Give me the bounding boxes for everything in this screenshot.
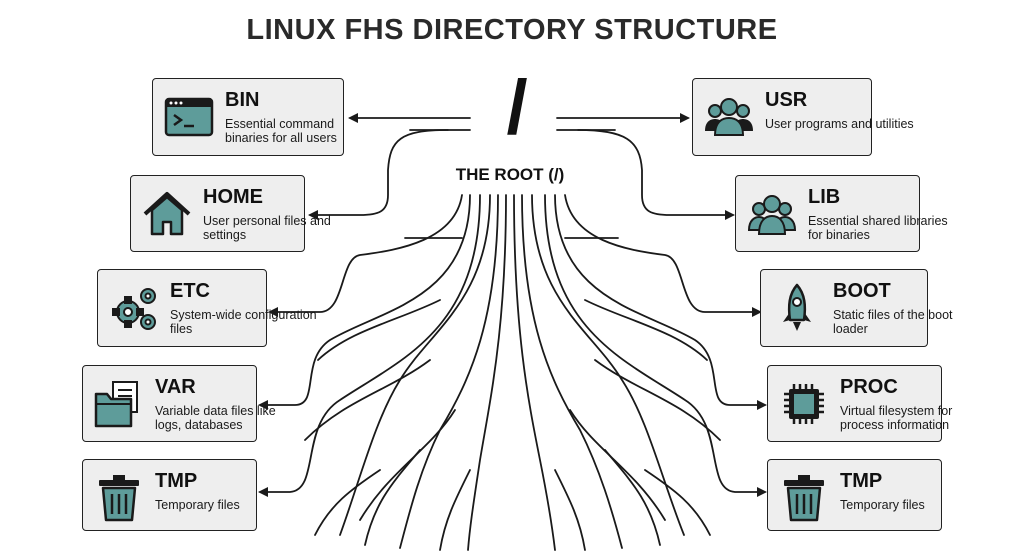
node-var-desc: Variable data files like logs, databases <box>155 404 276 432</box>
terminal-icon <box>164 97 214 137</box>
node-var-name: VAR <box>155 376 196 398</box>
node-proc: PROC Virtual filesystem for process info… <box>767 365 952 442</box>
node-proc-desc: Virtual filesystem for process informati… <box>840 404 953 432</box>
node-usr-name: USR <box>765 89 808 111</box>
cpu-chip-icon <box>784 384 824 424</box>
node-etc: ETC System-wide configuration files <box>97 269 317 347</box>
people-group-icon <box>747 195 797 235</box>
trash-can-icon <box>784 475 824 522</box>
connector-proc <box>554 194 767 410</box>
connector-lib <box>577 129 735 220</box>
node-lib-desc: Essential shared libraries for binaries <box>808 214 948 242</box>
connector-boot <box>564 194 762 317</box>
house-icon <box>143 192 191 236</box>
connector-etc <box>268 194 463 317</box>
node-boot-name: BOOT <box>833 280 891 302</box>
connector-var <box>258 194 471 410</box>
node-boot: BOOT Static files of the boot loader <box>760 269 953 347</box>
users-group-icon <box>705 98 753 136</box>
node-tmp-left: TMP Temporary files <box>82 459 257 531</box>
node-home: HOME User personal files and settings <box>130 175 331 252</box>
node-proc-name: PROC <box>840 376 898 398</box>
node-tmp-right-name: TMP <box>840 470 883 492</box>
root-label: THE ROOT (/) <box>455 165 565 184</box>
connector-tmp-right <box>544 194 767 497</box>
gears-icon <box>112 288 156 330</box>
connector-tmp-left <box>258 194 481 497</box>
node-lib: LIB Essential shared libraries for binar… <box>735 175 948 252</box>
node-tmp-left-desc: Temporary files <box>155 498 240 512</box>
connector-home <box>308 129 449 220</box>
node-boot-desc: Static files of the boot loader <box>833 308 953 336</box>
diagram-title: LINUX FHS DIRECTORY STRUCTURE <box>246 14 778 46</box>
node-lib-name: LIB <box>808 186 841 208</box>
trash-can-icon <box>99 475 139 522</box>
node-bin-desc: Essential command binaries for all users <box>225 117 337 145</box>
node-usr: USR User programs and utilities <box>692 78 914 156</box>
root-slash-symbol: / <box>506 65 528 150</box>
folder-documents-icon <box>94 381 138 428</box>
node-bin: BIN Essential command binaries for all u… <box>152 78 344 156</box>
node-etc-name: ETC <box>170 280 210 302</box>
node-bin-name: BIN <box>225 89 260 111</box>
node-etc-desc: System-wide configuration files <box>170 308 317 336</box>
node-var: VAR Variable data files like logs, datab… <box>82 365 276 442</box>
node-tmp-left-name: TMP <box>155 470 198 492</box>
node-usr-desc: User programs and utilities <box>765 117 914 131</box>
node-tmp-right: TMP Temporary files <box>767 459 942 531</box>
node-home-desc: User personal files and settings <box>203 214 331 242</box>
rocket-icon <box>783 283 811 331</box>
node-tmp-right-desc: Temporary files <box>840 498 925 512</box>
node-home-name: HOME <box>203 186 263 208</box>
